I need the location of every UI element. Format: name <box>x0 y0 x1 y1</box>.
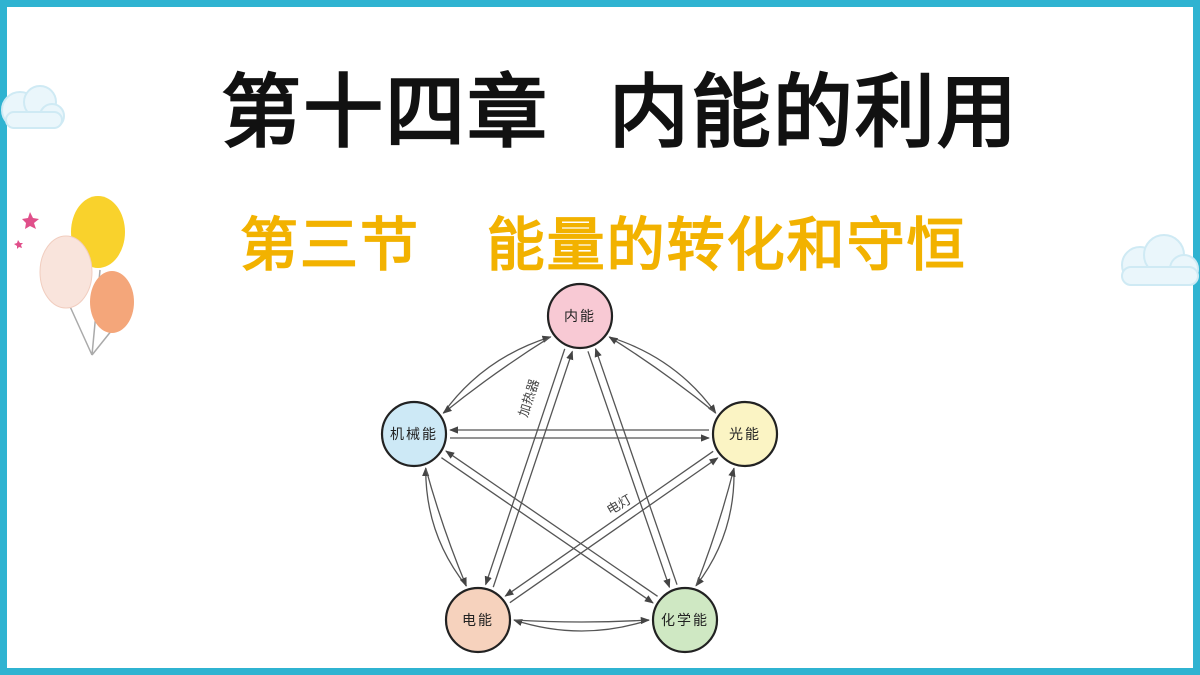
arrow-internal-to-light <box>609 336 717 414</box>
node-mechanical-circle <box>380 400 448 468</box>
node-electric-label: 电能 <box>462 613 494 629</box>
arrow-chemical-to-mechanical <box>445 450 658 597</box>
arrow-mechanical-to-internal <box>442 335 552 414</box>
node-mechanical: 机械能 <box>380 400 448 468</box>
balloons-icon <box>14 196 134 356</box>
node-internal: 内能 <box>546 282 614 350</box>
arrow-internal-to-chemical <box>587 351 671 589</box>
annotation-lamp: 电灯 <box>605 492 635 518</box>
arrow-light-to-internal <box>608 336 717 414</box>
arrow-chemical-to-electric <box>513 619 650 632</box>
node-light: 光能 <box>711 400 779 468</box>
node-mechanical-label: 机械能 <box>390 427 438 443</box>
node-chemical: 化学能 <box>651 586 719 654</box>
arrow-chemical-to-internal <box>594 347 678 585</box>
page-subtitle: 第三节 能量的转化和守恒 <box>240 211 967 279</box>
arrow-mechanical-to-chemical <box>441 457 654 604</box>
arrow-electric-to-chemical <box>513 616 650 625</box>
arrow-chemical-to-light <box>695 467 736 586</box>
arrow-electric-to-internal <box>492 350 574 588</box>
cloud-right-icon <box>1121 234 1199 286</box>
arrow-electric-to-light <box>509 457 719 604</box>
cloud-left-icon <box>1 85 65 129</box>
arrow-light-to-chemical <box>695 468 735 587</box>
node-light-circle <box>711 400 779 468</box>
annotation-heater: 加热器 <box>517 377 543 419</box>
arrow-light-to-electric <box>504 450 714 597</box>
node-electric-circle <box>444 586 512 654</box>
node-light-label: 光能 <box>729 427 761 443</box>
arrow-internal-to-mechanical <box>442 336 552 414</box>
node-internal-label: 内能 <box>564 309 596 325</box>
node-chemical-label: 化学能 <box>661 613 709 629</box>
node-electric: 电能 <box>444 586 512 654</box>
page-title: 第十四章 内能的利用 <box>221 66 1019 159</box>
arrow-internal-to-electric <box>484 348 566 586</box>
arrow-mechanical-to-electric <box>425 467 467 587</box>
arrow-electric-to-mechanical <box>422 467 467 587</box>
node-internal-circle <box>546 282 614 350</box>
node-chemical-circle <box>651 586 719 654</box>
